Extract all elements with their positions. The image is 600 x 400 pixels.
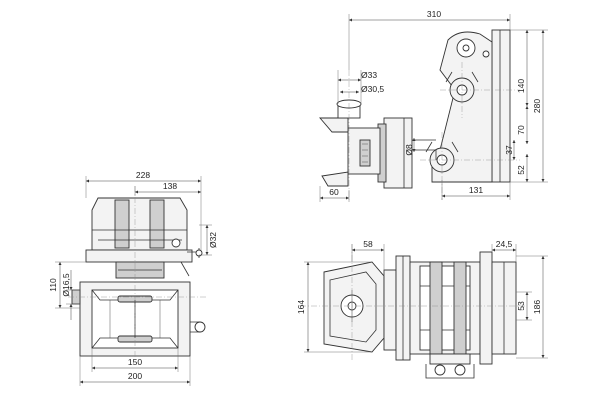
dim-top-24-5: 24,5 xyxy=(496,239,513,249)
dim-front-150: 150 xyxy=(128,357,142,367)
top-view-dimensions: 58 24,5 164 186 53 xyxy=(296,239,548,359)
dim-front-110: 110 xyxy=(48,278,58,292)
dim-side-280: 280 xyxy=(532,99,542,113)
top-view: 58 24,5 164 186 53 xyxy=(296,239,548,379)
dim-top-53: 53 xyxy=(516,301,526,311)
dim-side-131: 131 xyxy=(469,185,483,195)
dim-front-228: 228 xyxy=(136,170,150,180)
side-view: 310 Ø33 Ø30,5 Ø8 60 131 xyxy=(319,9,548,202)
top-view-body xyxy=(300,244,525,379)
dim-top-164: 164 xyxy=(296,300,306,314)
dim-front-200: 200 xyxy=(128,371,142,381)
dim-side-60: 60 xyxy=(329,187,339,197)
dim-side-52: 52 xyxy=(516,165,526,175)
front-view-dimensions: 228 138 Ø32 110 Ø16,5 150 xyxy=(48,170,218,386)
dim-top-186: 186 xyxy=(532,300,542,314)
dim-front-dia32: Ø32 xyxy=(208,232,218,248)
side-view-body xyxy=(319,29,520,200)
dim-front-138: 138 xyxy=(163,181,177,191)
dim-side-dia30-5: Ø30,5 xyxy=(361,84,384,94)
front-view: 228 138 Ø32 110 Ø16,5 150 xyxy=(48,170,218,386)
front-view-body xyxy=(68,186,206,362)
dim-side-70: 70 xyxy=(516,125,526,135)
dim-side-37: 37 xyxy=(504,145,514,155)
dim-front-dia16-5: Ø16,5 xyxy=(61,273,71,296)
dim-top-58: 58 xyxy=(363,239,373,249)
dim-side-dia8: Ø8 xyxy=(404,144,414,156)
dim-side-310: 310 xyxy=(427,9,441,19)
dim-side-dia33: Ø33 xyxy=(361,70,377,80)
side-view-dimensions: 310 Ø33 Ø30,5 Ø8 60 131 xyxy=(319,9,548,202)
dim-side-140: 140 xyxy=(516,79,526,93)
